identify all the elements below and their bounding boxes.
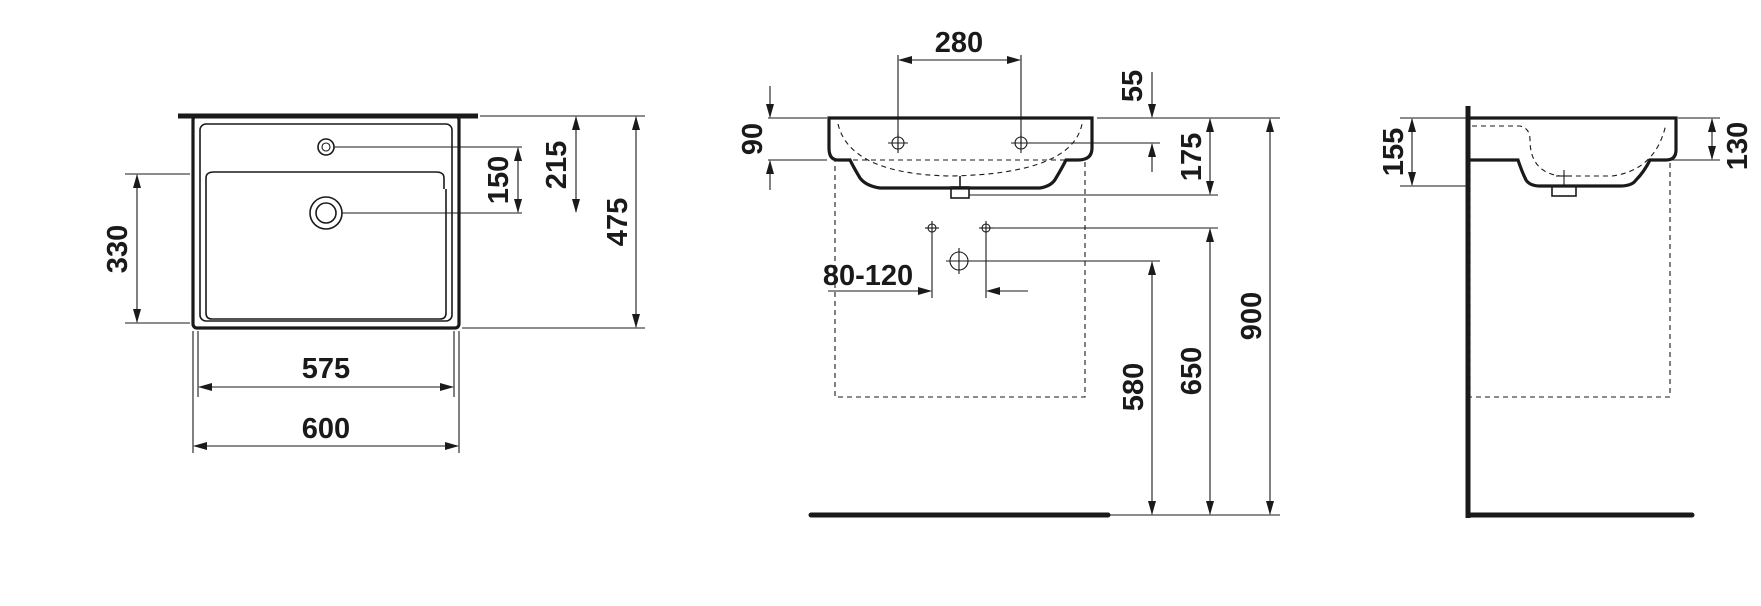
bowl-edge-top [205, 189, 447, 320]
label-55: 55 [1117, 70, 1149, 102]
label-175: 175 [1176, 133, 1208, 181]
tap-shelf-edge [205, 171, 445, 189]
tap-hole-icon [317, 138, 335, 156]
label-650: 650 [1176, 347, 1208, 395]
cabinet-outline-side [1469, 160, 1671, 398]
label-215: 215 [541, 141, 573, 189]
water-supply-right-icon [979, 221, 993, 235]
side-view: 155 130 [1378, 106, 1754, 518]
top-view: 330 150 215 475 575 600 [102, 113, 645, 453]
waste-outlet-inner [315, 202, 337, 224]
basin-outline-side [1470, 116, 1678, 188]
label-580: 580 [1118, 363, 1150, 411]
waste-outlet-icon [309, 196, 343, 230]
label-80-120: 80-120 [823, 260, 913, 292]
waste-outlet-wall-icon [946, 248, 972, 274]
label-155: 155 [1378, 128, 1410, 176]
tap-hole-inner [321, 142, 331, 152]
label-280: 280 [935, 27, 983, 59]
water-supply-left-icon [925, 221, 939, 235]
front-view: 280 55 90 175 80-120 580 650 900 [737, 27, 1280, 518]
label-150: 150 [483, 156, 515, 204]
bowl-hidden-line [837, 123, 1083, 177]
basin-outline-top [191, 114, 461, 330]
label-475: 475 [602, 198, 634, 246]
label-90: 90 [737, 123, 769, 155]
label-900: 900 [1236, 292, 1268, 340]
bowl-hidden-line-side [1472, 123, 1667, 177]
label-130: 130 [1722, 122, 1754, 170]
label-330: 330 [102, 225, 134, 273]
label-575: 575 [302, 353, 350, 385]
basin-inner-top [199, 123, 453, 322]
cabinet-outline [834, 159, 1086, 398]
label-600: 600 [302, 413, 350, 445]
